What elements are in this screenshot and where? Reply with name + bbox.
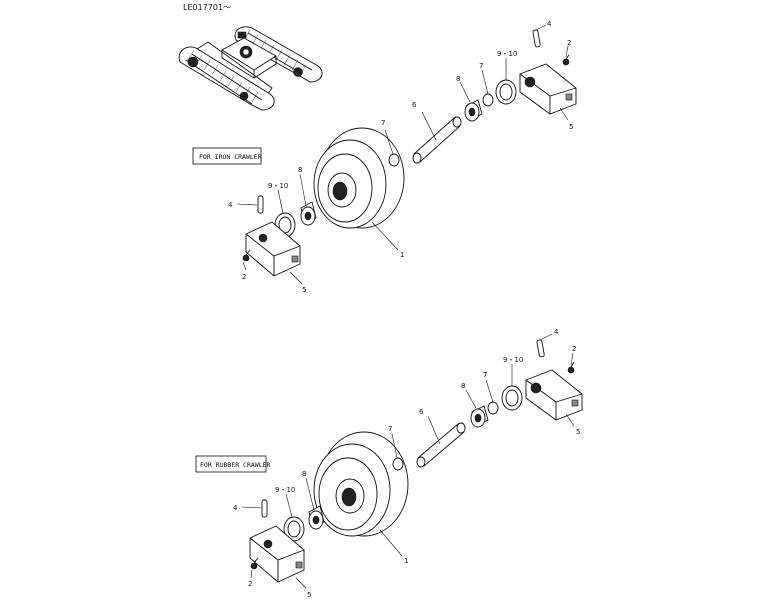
assembly-label-box [195,455,267,473]
pin [536,339,545,358]
rubber-crawler-assembly: FOR RUBBER CRAWLER [195,328,583,599]
callout-label: 2 [572,345,576,353]
callout-label: 5 [569,123,573,131]
bracket [249,525,305,583]
pin [532,29,541,48]
crawler-overview-illustration [178,26,323,111]
callout-label: 7 [388,425,392,433]
assembly-label: FOR IRON CRAWLER [199,153,262,161]
shaft [416,422,466,468]
callout-label: 4 [554,328,559,336]
callout-label: 5 [576,428,580,436]
bushing [308,505,325,530]
callout-label: 9・10 [503,356,523,364]
callout-label: 9・10 [497,50,517,58]
callout-label: 9・10 [268,182,288,190]
callout-label: 2 [567,39,571,47]
bushing [300,201,317,226]
bolt [250,557,259,570]
callout-label: 2 [248,580,252,588]
bolt [567,361,575,374]
callout-label: 6 [412,101,417,109]
idler-wheel [313,431,409,537]
callout-label: 4 [228,201,233,209]
callout-label: 9・10 [275,486,295,494]
callout-label: 4 [547,20,552,28]
callout-label: 7 [381,119,385,127]
pin [261,499,268,518]
callout-label: 4 [233,504,238,512]
callout-label: 5 [302,286,306,294]
callout-label: 7 [479,62,483,70]
callout-label: 6 [419,408,424,416]
callout-label: 8 [461,382,465,390]
bushing [464,99,483,122]
callout-label: 1 [400,251,404,259]
floating-seal [495,79,517,105]
iron-crawler-assembly: FOR IRON CRAWLER [192,20,577,294]
pin [257,195,264,214]
o-ring [388,153,400,167]
bushing [470,405,489,428]
shaft [412,116,462,164]
callout-label: 7 [483,371,487,379]
bolt [562,54,570,66]
o-ring [392,457,404,471]
bolt [242,249,251,262]
o-ring [482,93,494,107]
callout-label: 8 [298,166,302,174]
serial-number: LE017701～ [183,3,231,12]
bracket [525,369,583,421]
callout-label: 5 [307,591,311,599]
callout-label: 8 [302,470,306,478]
bracket [519,63,577,115]
assembly-label: FOR RUBBER CRAWLER [200,461,271,469]
callout-label: 1 [404,557,408,565]
callout-label: 2 [242,273,246,281]
bracket [245,221,301,277]
o-ring [487,401,499,415]
floating-seal [501,385,523,411]
idler-wheel [313,127,405,229]
assembly-label-box [192,147,262,165]
callout-label: 8 [456,75,460,83]
